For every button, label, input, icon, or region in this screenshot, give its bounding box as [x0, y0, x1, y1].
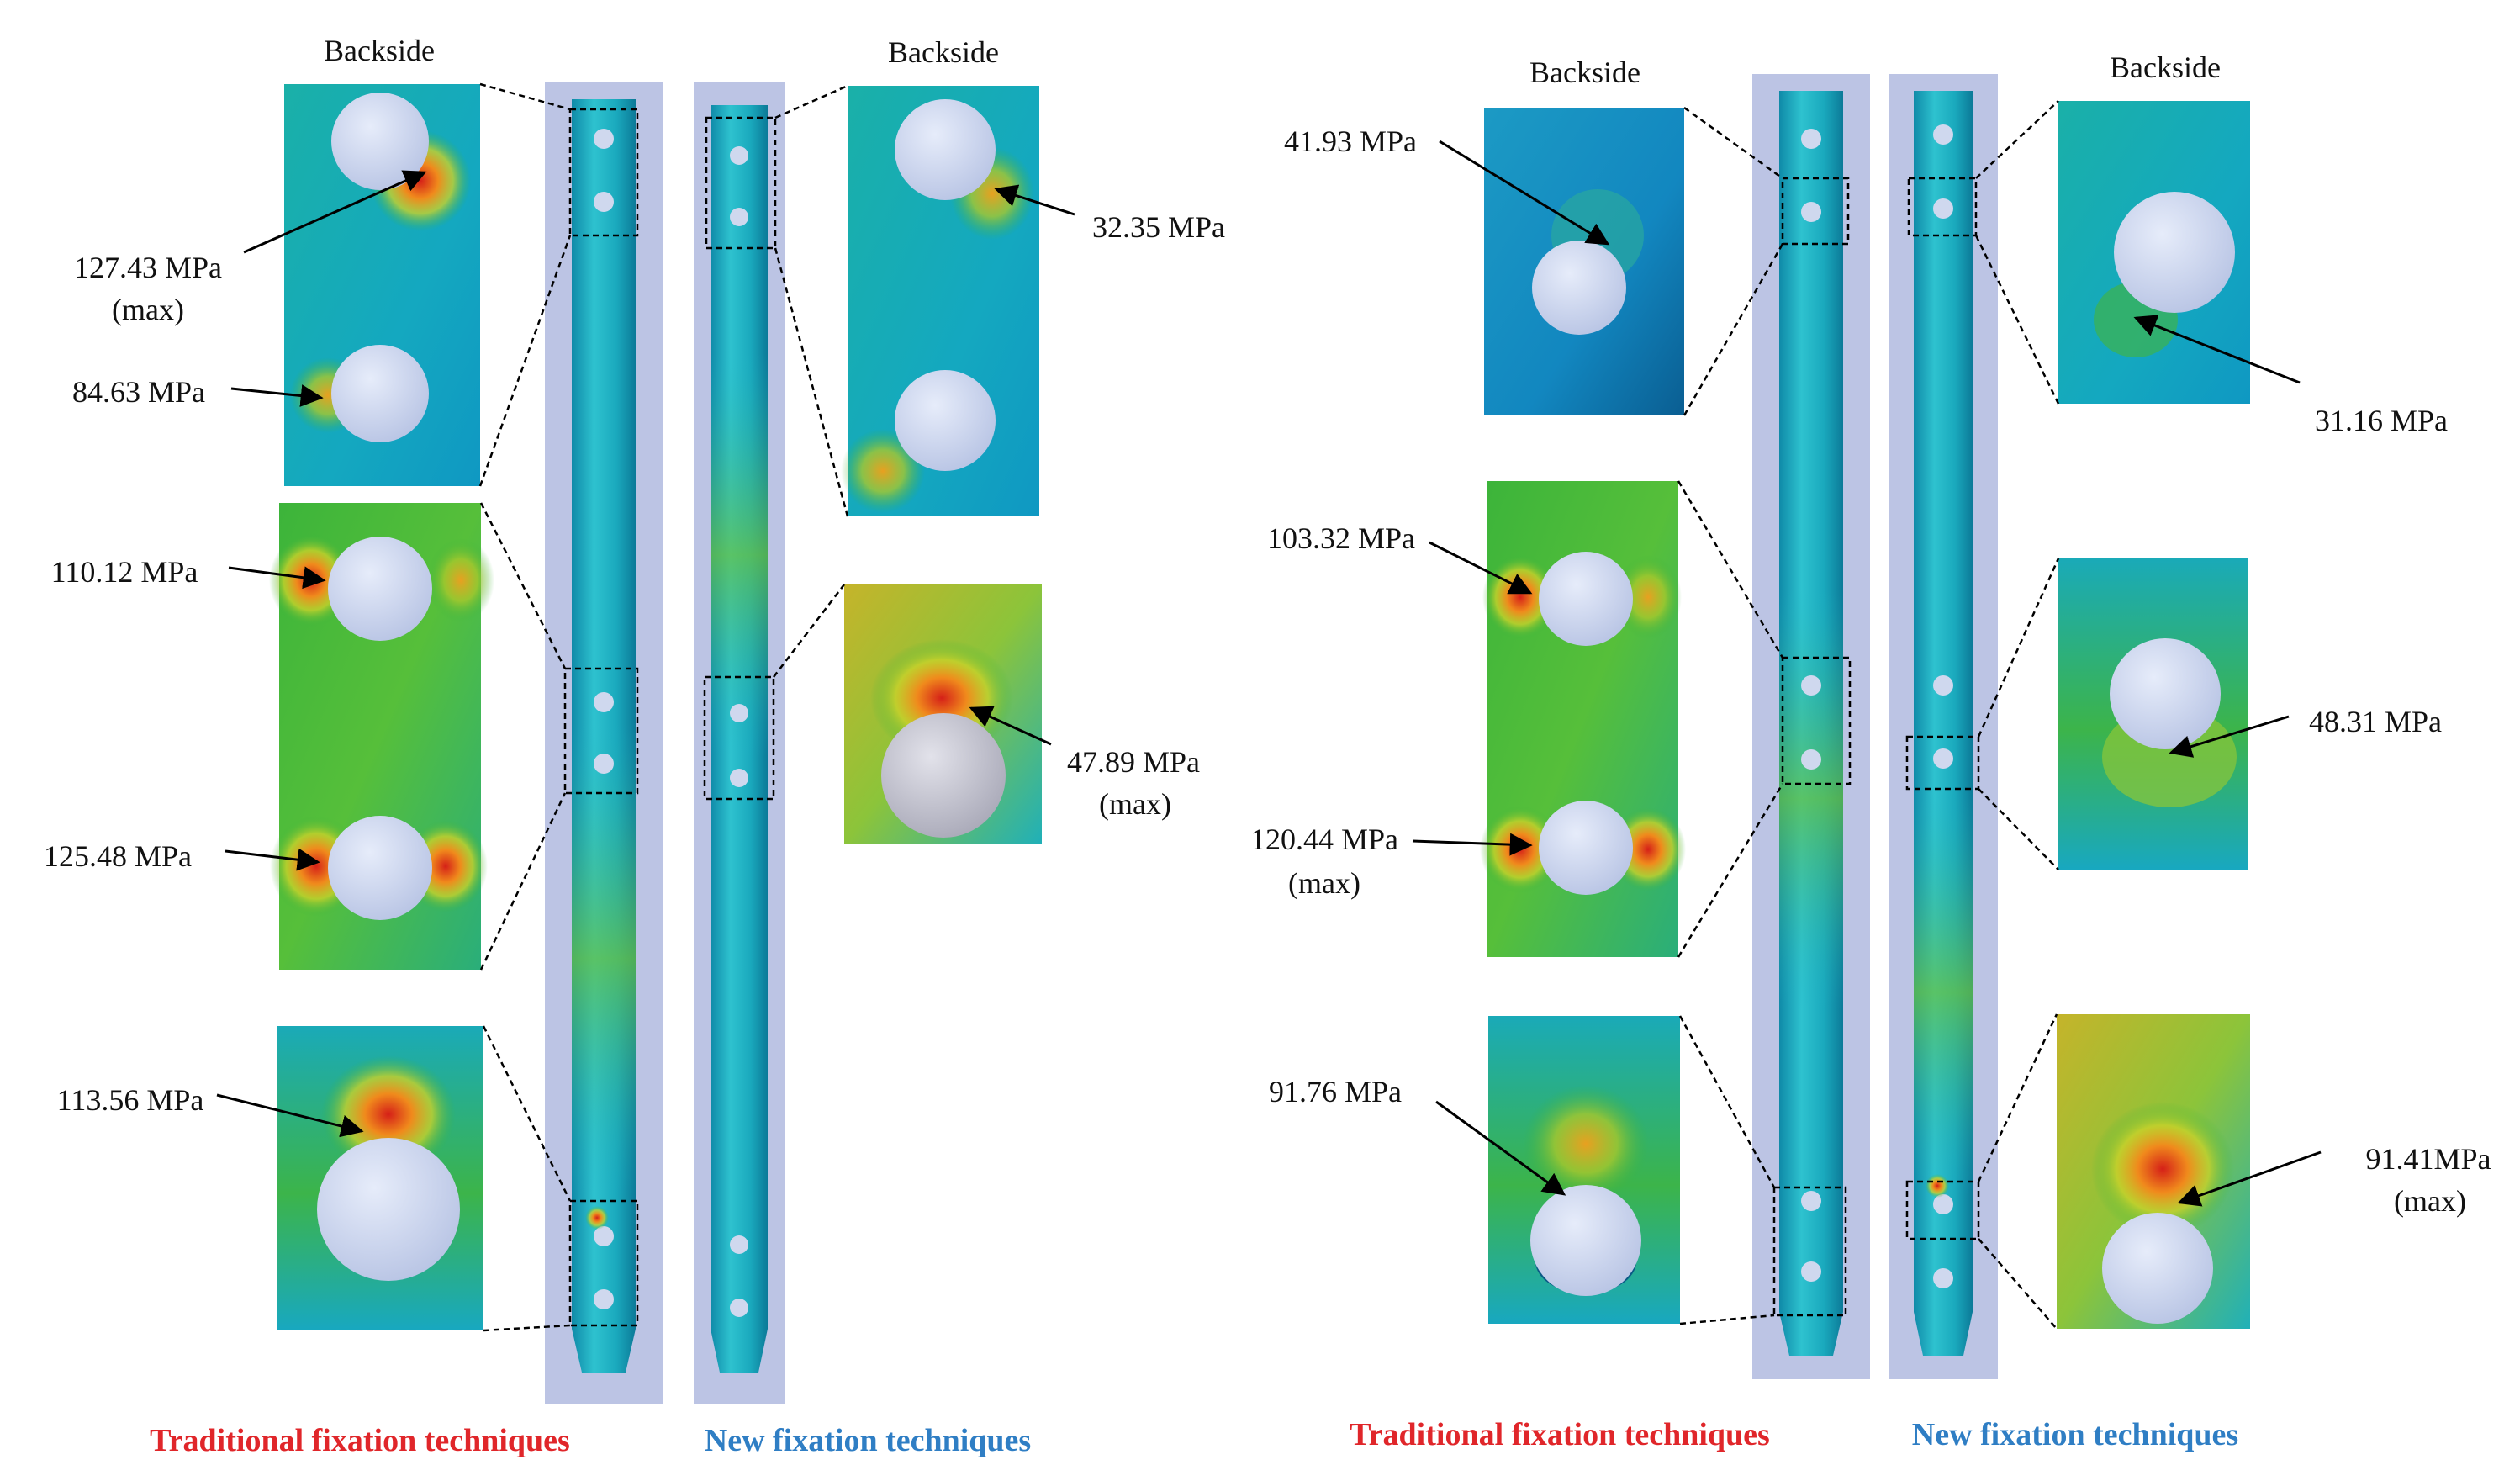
screw-hole [2102, 1213, 2213, 1324]
caption-new: New fixation techniques [1912, 1417, 2238, 1452]
screw-hole [730, 146, 748, 165]
screw-hole [1933, 198, 1953, 219]
screw-hole [881, 713, 1006, 838]
left-traditional-rod [545, 82, 663, 1404]
stress-note: (max) [1099, 787, 1171, 821]
screw-hole [1532, 241, 1626, 335]
screw-hole [1801, 129, 1821, 149]
left-trad-top-panel [284, 84, 480, 486]
screw-hole [594, 129, 614, 149]
left-new-rod [694, 82, 785, 1404]
stress-label: 48.31 MPa [2309, 705, 2442, 738]
stress-label: 120.44 MPa [1250, 822, 1398, 856]
right-new-bottom-panel [2057, 1014, 2250, 1329]
screw-hole [328, 537, 432, 641]
caption-traditional: Traditional fixation techniques [150, 1423, 570, 1458]
left-new-top-panel [841, 86, 1039, 516]
stress-label: 91.76 MPa [1269, 1075, 1402, 1108]
backside-label: Backside [888, 35, 999, 69]
stress-label: 84.63 MPa [72, 375, 205, 409]
screw-hole [331, 345, 429, 442]
left-new-middle-panel [844, 584, 1042, 844]
screw-hole [1801, 1261, 1821, 1282]
caption-new: New fixation techniques [705, 1423, 1031, 1458]
screw-hole [1933, 748, 1953, 769]
right-new-top-panel [2058, 101, 2250, 404]
screw-hole [331, 93, 429, 190]
screw-hole [1933, 1268, 1953, 1288]
screw-hole [594, 754, 614, 774]
stress-label: 113.56 MPa [57, 1083, 204, 1117]
detail-boxes [563, 108, 1980, 1327]
screw-hole [1933, 675, 1953, 696]
screw-hole [1801, 675, 1821, 696]
stress-label: 47.89 MPa [1067, 745, 1200, 779]
left-trad-middle-panel [269, 503, 494, 970]
caption-traditional: Traditional fixation techniques [1350, 1417, 1770, 1452]
screw-hole [594, 192, 614, 212]
screw-hole [1530, 1185, 1641, 1296]
screw-hole [730, 1299, 748, 1317]
right-trad-bottom-panel [1488, 1016, 1680, 1324]
backside-label: Backside [2110, 50, 2221, 84]
screw-hole [594, 1226, 614, 1246]
stress-label: 31.16 MPa [2315, 404, 2448, 437]
stress-label: 32.35 MPa [1092, 210, 1225, 244]
stress-label: 103.32 MPa [1267, 521, 1415, 555]
screw-hole [895, 370, 996, 471]
screw-hole [730, 208, 748, 226]
right-trad-top-panel [1484, 108, 1684, 415]
screw-hole [1801, 1191, 1821, 1211]
stress-label: 41.93 MPa [1284, 124, 1417, 158]
left-trad-bottom-panel [277, 1026, 483, 1330]
right-new-rod [1889, 74, 1998, 1379]
stress-label: 110.12 MPa [51, 555, 198, 589]
screw-hole [1933, 124, 1953, 145]
screw-hole [594, 1289, 614, 1309]
screw-hole [594, 692, 614, 712]
stress-label: 125.48 MPa [44, 839, 192, 873]
screw-hole [730, 704, 748, 722]
screw-hole [2110, 638, 2221, 749]
screw-hole [1539, 552, 1633, 646]
screw-hole [328, 816, 432, 920]
stress-note: (max) [1288, 866, 1360, 900]
right-traditional-rod [1752, 74, 1870, 1379]
backside-label: Backside [1529, 56, 1640, 89]
arrows [216, 140, 2322, 1207]
right-trad-middle-panel [1480, 481, 1686, 957]
screw-hole [1539, 801, 1633, 895]
connector-lines [478, 82, 2060, 1332]
stress-label: 127.43 MPa [74, 251, 222, 284]
screw-hole [895, 99, 996, 200]
screw-hole [1933, 1194, 1953, 1214]
screw-hole [1801, 202, 1821, 222]
stress-note: (max) [112, 293, 184, 326]
stress-note: (max) [2394, 1184, 2466, 1218]
screw-hole [1801, 749, 1821, 770]
backside-label: Backside [324, 34, 435, 67]
stress-label: 91.41MPa [2365, 1142, 2491, 1176]
screw-hole [730, 1235, 748, 1254]
screw-hole [2114, 192, 2235, 313]
right-new-middle-panel [2058, 558, 2248, 870]
screw-hole [317, 1138, 460, 1281]
screw-hole [730, 769, 748, 787]
